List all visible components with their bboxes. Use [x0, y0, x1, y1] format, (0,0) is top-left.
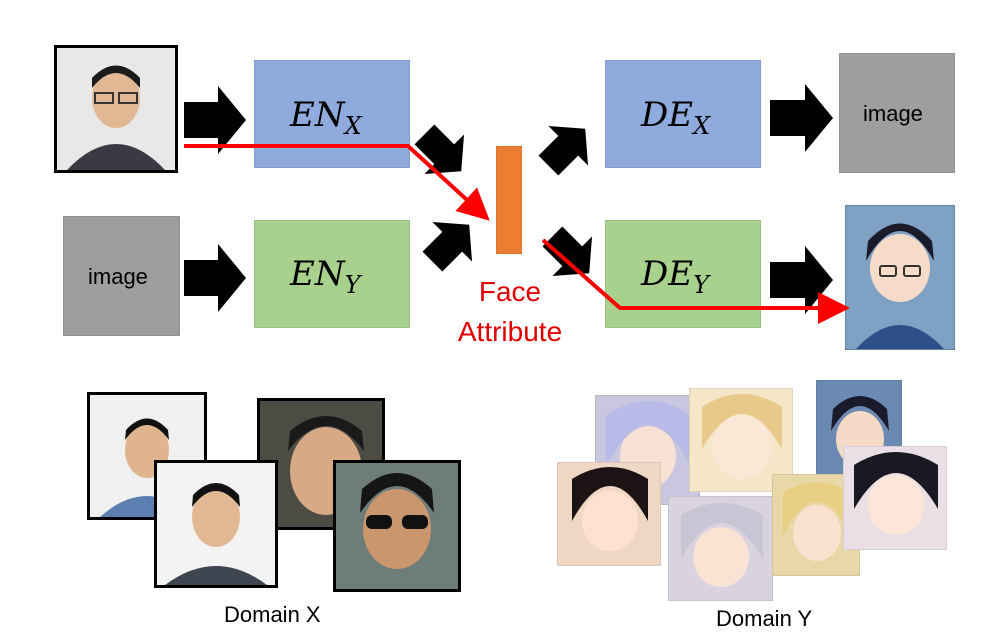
face-attribute-latent [496, 146, 522, 254]
encoder-y-label: ENY [290, 254, 361, 299]
anime-face-icon [783, 482, 851, 561]
decoder-x-block [605, 60, 761, 168]
output-image-x-placeholder [839, 53, 955, 173]
domain-y-anime-4 [557, 462, 661, 566]
domain-x-face-4 [333, 460, 461, 592]
arrow-photo-to-enx [184, 86, 246, 154]
arrow-image-to-eny [184, 244, 246, 312]
output-anime-y [845, 205, 955, 350]
encoder-x-block [254, 60, 410, 168]
anime-face-icon [702, 394, 782, 479]
anime-face-icon [681, 503, 763, 587]
person-sunglasses-icon [336, 463, 458, 589]
arrow-enx-to-latent [414, 124, 465, 175]
input-image-y-placeholder [63, 216, 180, 336]
domain-x-caption: Domain X [224, 602, 321, 627]
encoder-x-label: ENX [290, 95, 362, 140]
domain-y-anime-5 [668, 496, 773, 601]
arrow-latent-to-dex [538, 125, 589, 176]
decoder-x-label: DEX [641, 95, 711, 140]
red-path-latent-to-output-y [541, 238, 850, 324]
input-image-y-text: image [88, 264, 148, 289]
decoder-y-label: DEY [641, 254, 709, 299]
arrow-eny-to-latent [422, 221, 473, 272]
encoder-y-block [254, 220, 410, 328]
arrow-latent-to-dey [542, 226, 593, 277]
domain-x-face-3 [154, 460, 278, 588]
domain-y-anime-7 [843, 446, 947, 550]
anime-face-icon [846, 206, 954, 349]
face-attribute-label: Face Attribute [457, 276, 563, 347]
anime-face-icon [572, 467, 648, 551]
anime-face-icon [854, 452, 938, 535]
input-photo-x [54, 45, 178, 173]
red-path-x-to-latent [184, 144, 490, 221]
arrow-dex-to-output [770, 84, 833, 152]
domain-y-caption: Domain Y [716, 606, 813, 631]
person-photo-icon [57, 48, 175, 170]
person-face-icon [165, 483, 267, 585]
arrow-dey-to-output [770, 246, 833, 314]
output-image-x-text: image [863, 101, 923, 126]
